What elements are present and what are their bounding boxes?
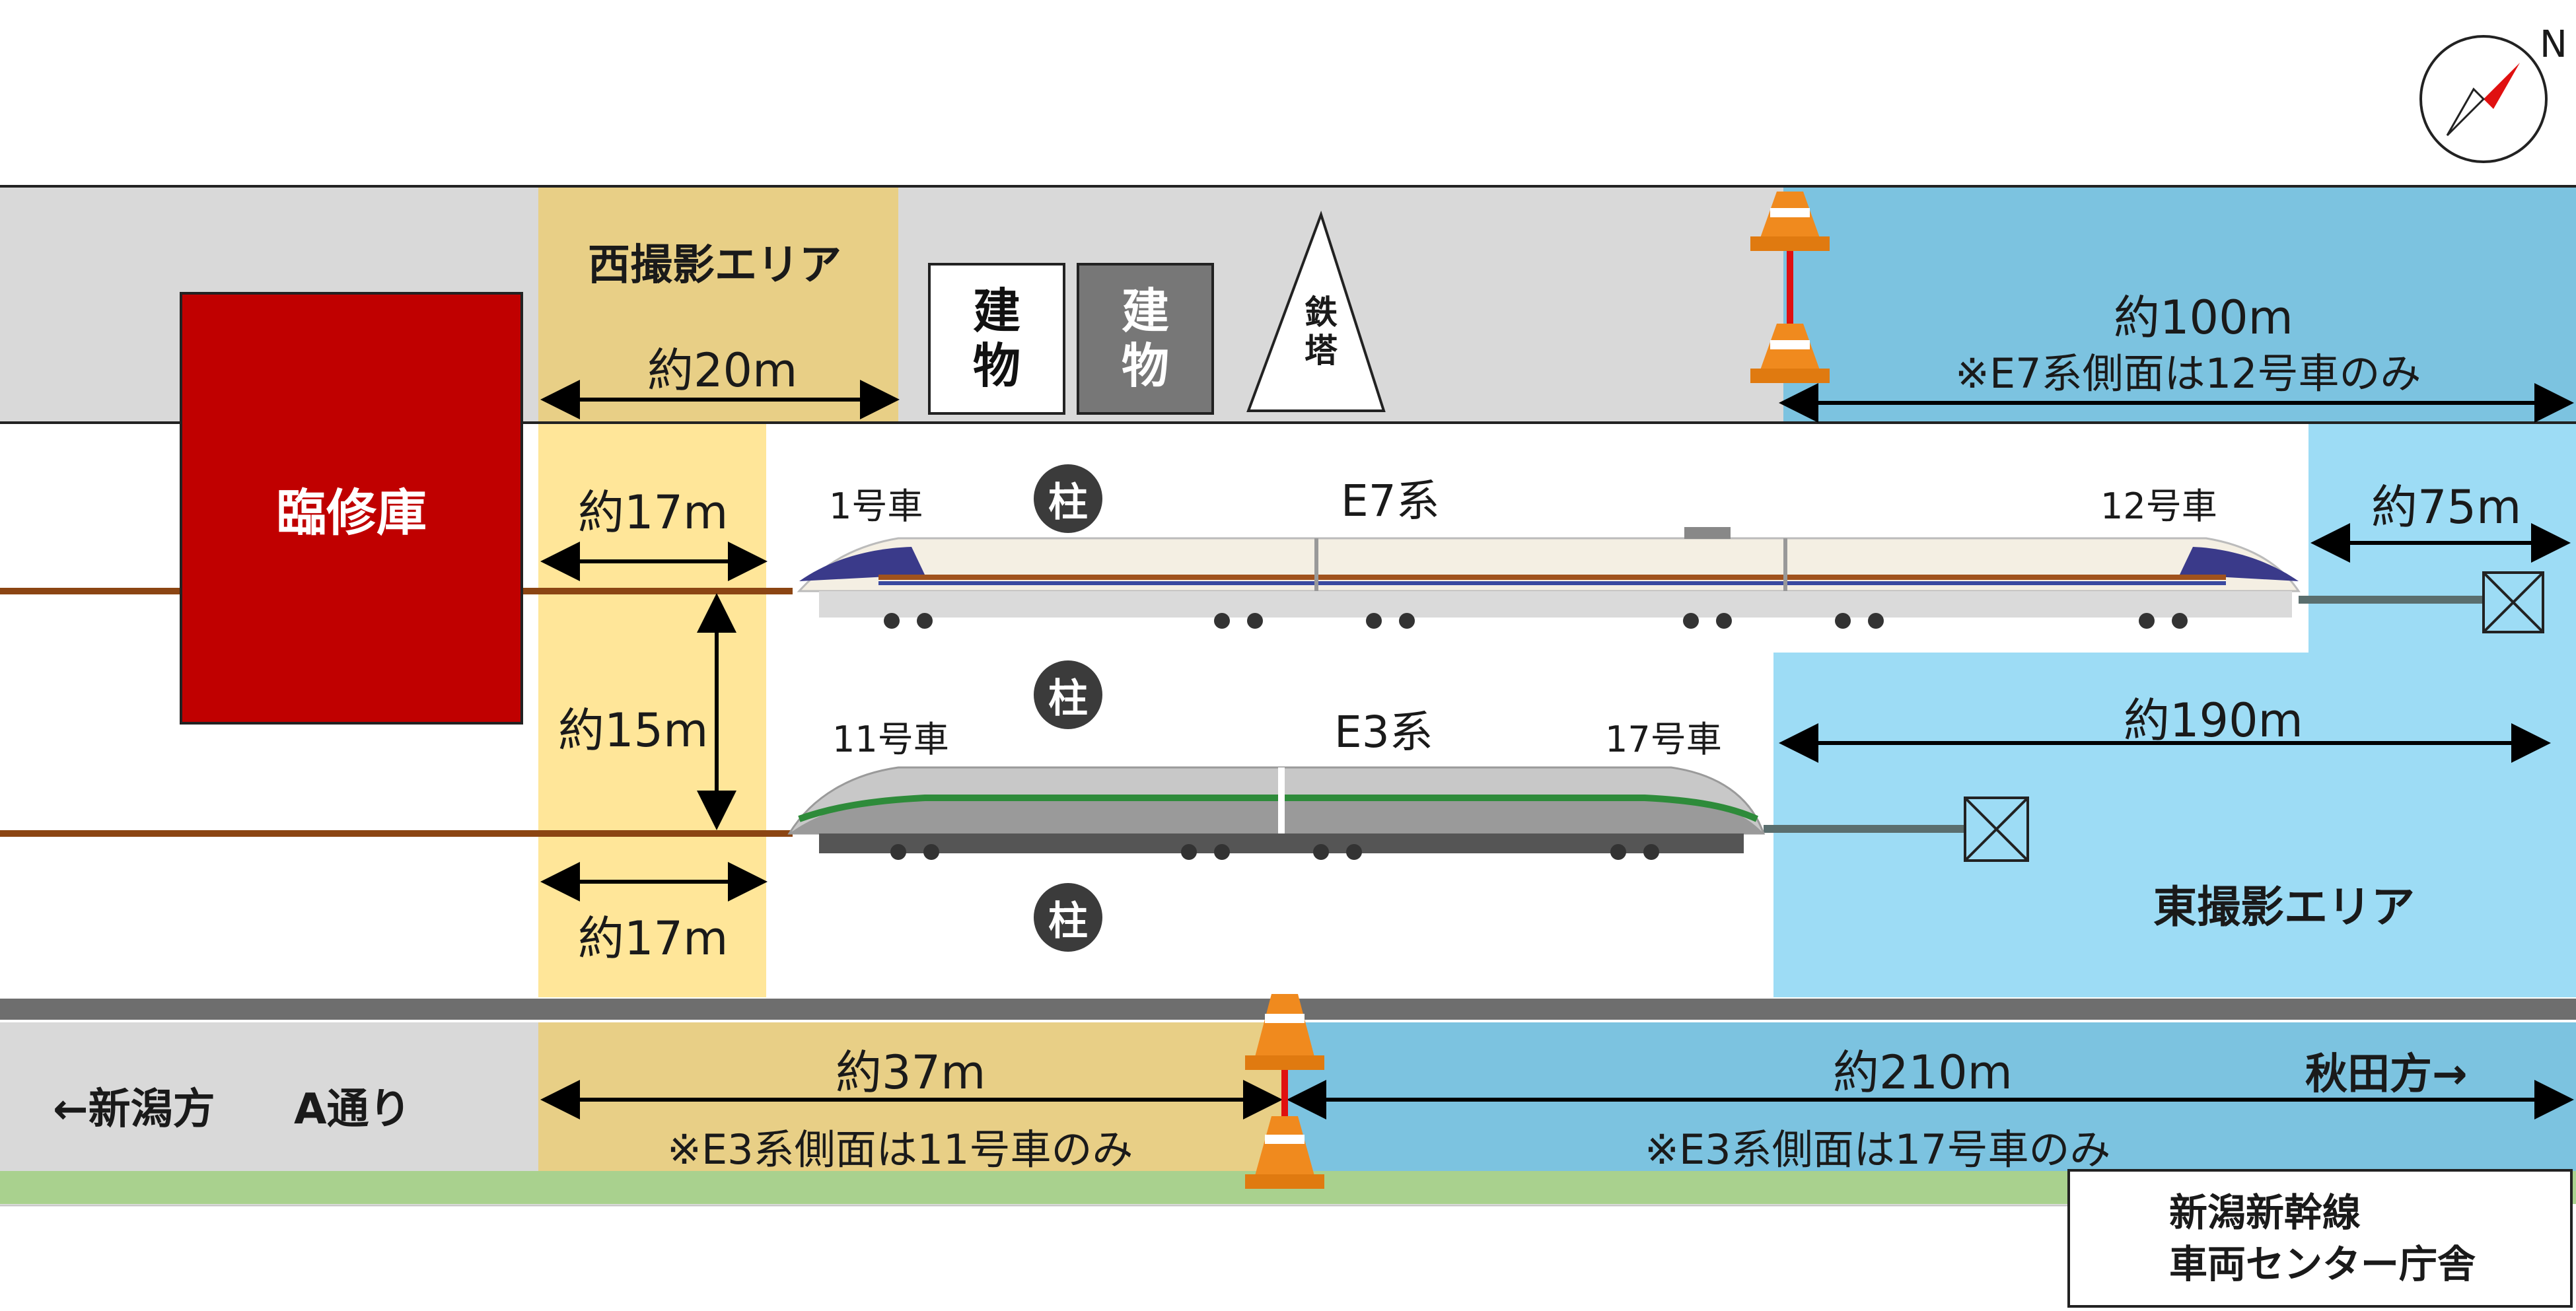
building-dark: 建 物 (1077, 263, 1214, 415)
dist-west-gap: 約15m (558, 703, 709, 758)
dist-west-mid2: 約17m (578, 911, 729, 966)
steel-tower (1246, 210, 1386, 412)
dist-west-top: 約20m (647, 343, 798, 398)
e3-car-first: 11号車 (832, 719, 949, 760)
dist-east-lower: 約190m (2124, 693, 2303, 748)
repair-depot-label: 臨修庫 (276, 483, 427, 542)
steel-tower-label: 鉄 塔 (1305, 293, 1338, 370)
dist-road-west-note: ※E3系側面は11号車のみ (667, 1125, 1133, 1174)
building-white: 建 物 (928, 263, 1065, 415)
east-area-label: 東撮影エリア (2153, 882, 2415, 933)
dist-east-mid: 約75m (2371, 480, 2522, 534)
e7-car-first: 1号車 (829, 485, 923, 527)
cone-north-bottom (1750, 324, 1830, 383)
compass (2419, 35, 2548, 163)
road-direction-east: 秋田方→ (2305, 1050, 2468, 1099)
dist-west-mid1: 約17m (578, 485, 729, 540)
compass-north-label: N (2540, 23, 2567, 66)
e7-car-last: 12号車 (2100, 485, 2217, 527)
facility-building: 新潟新幹線 車両センター庁舎 (2067, 1169, 2573, 1308)
dist-road-east-note: ※E3系側面は17号車のみ (1645, 1125, 2111, 1174)
west-area-label: 西撮影エリア (588, 241, 841, 290)
road-direction-west: ←新潟方 (53, 1085, 215, 1134)
pillar-1: 柱 (1034, 464, 1102, 533)
e3-car-last: 17号車 (1605, 719, 1722, 760)
cone-south-top (1245, 994, 1324, 1070)
buffer-stop-lower (1964, 797, 2029, 862)
repair-depot: 臨修庫 (180, 292, 523, 725)
train-e3 (787, 766, 1766, 860)
pillar-2: 柱 (1034, 660, 1102, 729)
cone-south-bottom (1245, 1116, 1324, 1189)
train-e7 (797, 527, 2301, 629)
e3-name: E3系 (1334, 707, 1433, 758)
dist-road-west: 約37m (836, 1045, 986, 1100)
dist-road-east: 約210m (1833, 1045, 2013, 1100)
dist-east-top: 約100m (2114, 291, 2293, 345)
pillar-3: 柱 (1034, 883, 1102, 952)
buffer-stop-upper (2482, 571, 2544, 633)
cone-north-top (1750, 192, 1830, 251)
facility-name-line1: 新潟新幹線 (2169, 1189, 2361, 1235)
dist-east-top-note: ※E7系側面は12号車のみ (1955, 349, 2421, 398)
facility-name-line2: 車両センター庁舎 (2169, 1242, 2476, 1287)
road-name: A通り (294, 1085, 411, 1134)
e7-name: E7系 (1341, 476, 1440, 526)
